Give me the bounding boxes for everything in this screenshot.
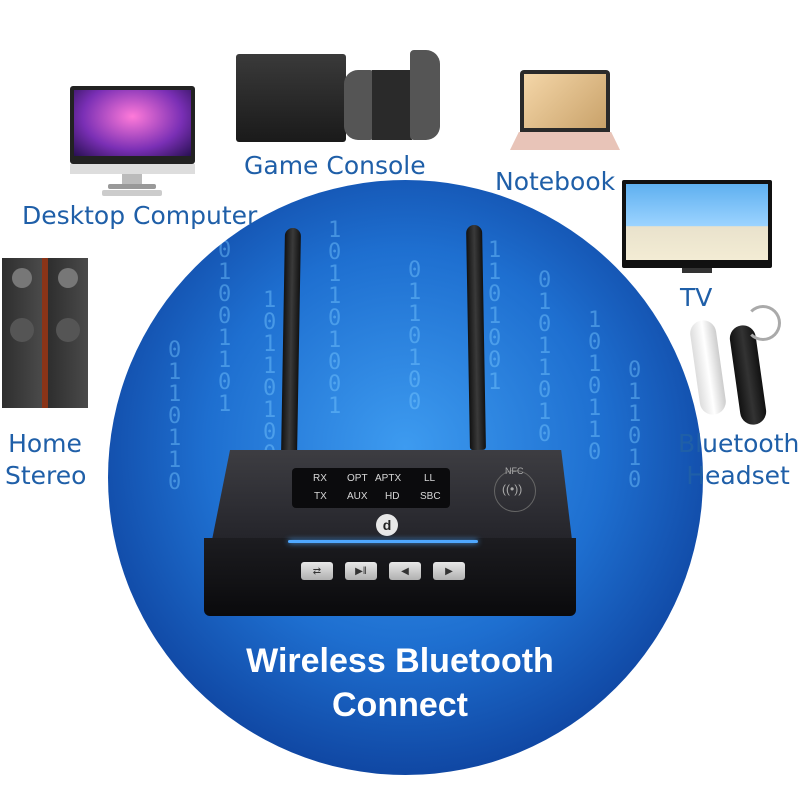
binary-digits: 01001101 [218, 238, 232, 417]
binary-digits: 0110110 [168, 338, 182, 495]
binary-digits: 0110100 [408, 258, 422, 415]
label-home-stereo: Home Stereo [5, 429, 87, 490]
indicator-hd: HD [385, 491, 400, 502]
game-console-icon [232, 50, 447, 150]
notebook-icon [510, 70, 620, 155]
nfc-label: NFC [505, 466, 524, 476]
label-desktop-computer: Desktop Computer [22, 201, 258, 230]
label-notebook: Notebook [495, 167, 616, 196]
binary-digits: 10110100 [263, 288, 277, 466]
triangle-left-icon: ◀ [401, 565, 409, 577]
indicator-tx: TX [314, 491, 327, 502]
binary-digits: 011010 [628, 358, 642, 493]
nfc-area [494, 470, 536, 512]
indicator-ll: LL [424, 473, 436, 484]
previous-button[interactable]: ◀ [389, 562, 421, 580]
label-game-console: Game Console [244, 151, 426, 180]
mode-switch-button[interactable]: ⇄ [301, 562, 333, 580]
led-indicator-strip [288, 540, 478, 543]
bluetooth-headset-icon [688, 305, 781, 427]
indicator-aux: AUX [347, 491, 368, 502]
label-bluetooth-headset: Bluetooth Headset [678, 429, 800, 490]
nfc-icon: ((•)) [502, 482, 523, 496]
binary-digits: 01011010 [538, 268, 552, 447]
switch-arrows-icon: ⇄ [312, 565, 322, 577]
headline-line-1: Wireless Bluetooth [246, 642, 554, 680]
binary-digits: 1010110 [588, 308, 602, 465]
home-stereo-icon [2, 258, 94, 413]
play-pause-icon: ▶‖ [355, 565, 367, 577]
indicator-rx: RX [313, 473, 327, 484]
headline-line-2: Connect [332, 686, 468, 724]
display-panel [292, 468, 450, 508]
label-tv: TV [680, 283, 713, 312]
binary-digits: 101101001 [328, 218, 342, 419]
indicator-sbc: SBC [420, 491, 441, 502]
indicator-aptx: APTX [375, 473, 402, 484]
binary-digits: 1101001 [488, 238, 502, 395]
tv-icon [622, 180, 772, 275]
indicator-opt: OPT [347, 473, 368, 484]
play-pause-button[interactable]: ▶‖ [345, 562, 377, 580]
desktop-computer-icon [70, 86, 195, 196]
triangle-right-icon: ▶ [445, 565, 453, 577]
next-button[interactable]: ▶ [433, 562, 465, 580]
device-logo: d [376, 514, 398, 536]
